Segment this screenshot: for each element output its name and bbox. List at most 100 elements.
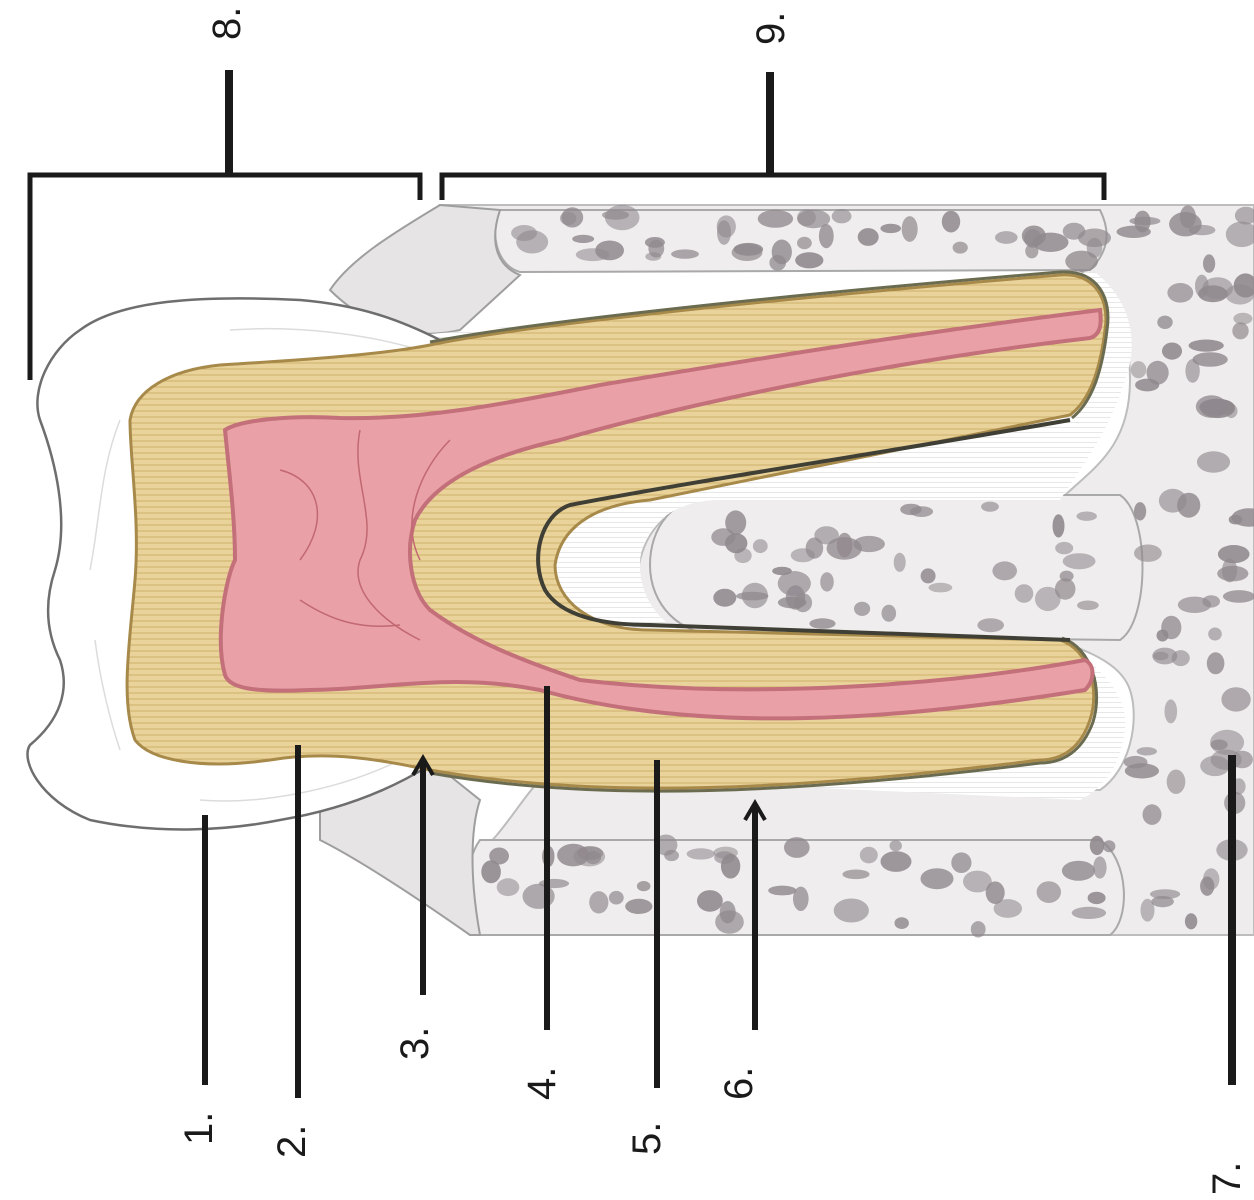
marrow-space [481, 860, 501, 883]
marrow-space [890, 840, 902, 851]
marrow-space [1131, 361, 1147, 378]
marrow-space [1223, 590, 1254, 603]
marrow-space [772, 240, 792, 265]
marrow-space [742, 583, 768, 608]
marrow-space [602, 210, 629, 220]
marrow-space [1055, 542, 1073, 554]
marrow-space [880, 224, 901, 233]
marrow-space [820, 572, 834, 591]
marrow-space [1134, 502, 1146, 520]
marrow-space [1165, 699, 1178, 723]
marrow-space [910, 506, 933, 517]
marrow-space [1200, 756, 1230, 776]
marrow-space [687, 848, 715, 859]
marrow-space [1134, 545, 1162, 562]
marrow-space [1200, 877, 1214, 896]
marrow-space [1053, 514, 1065, 537]
marrow-space [1088, 892, 1106, 904]
marrow-space [589, 891, 608, 913]
marrow-space [572, 235, 594, 243]
marrow-space [809, 618, 835, 629]
marrow-space [1225, 404, 1237, 418]
marrow-space [1025, 244, 1038, 259]
marrow-space [981, 502, 999, 512]
marrow-space [1232, 322, 1248, 339]
marrow-space [1157, 316, 1172, 329]
marrow-space [942, 211, 960, 233]
marrow-space [1015, 584, 1034, 603]
marrow-space [895, 917, 909, 929]
marrow-space [1221, 687, 1250, 711]
marrow-space [1134, 211, 1150, 233]
marrow-space [758, 210, 793, 228]
marrow-space [853, 536, 885, 552]
marrow-space [977, 618, 1004, 632]
marrow-space [1087, 238, 1103, 258]
marrow-space [881, 851, 912, 872]
marrow-space [1178, 597, 1211, 613]
label-5: 5. [625, 1122, 669, 1155]
marrow-space [1062, 861, 1095, 881]
marrow-space [1222, 558, 1237, 582]
marrow-space [778, 571, 811, 596]
marrow-space [1151, 896, 1174, 907]
marrow-space [664, 850, 679, 861]
marrow-space [854, 602, 870, 616]
marrow-space [645, 252, 661, 261]
marrow-space [1180, 205, 1196, 228]
marrow-space [497, 878, 520, 896]
label-4: 4. [520, 1067, 564, 1100]
marrow-space [1162, 343, 1182, 360]
label-9: 9. [749, 12, 793, 45]
marrow-space [797, 209, 816, 226]
marrow-space [953, 242, 968, 254]
marrow-space [768, 886, 796, 896]
marrow-space [1153, 652, 1168, 660]
marrow-space [625, 899, 652, 914]
marrow-space [814, 526, 839, 544]
marrow-space [921, 868, 954, 889]
marrow-space [1202, 277, 1233, 299]
marrow-space [992, 561, 1017, 580]
marrow-space [1055, 578, 1076, 599]
marrow-space [929, 583, 953, 593]
marrow-space [1103, 840, 1116, 852]
marrow-space [1161, 616, 1181, 640]
marrow-space [1037, 881, 1061, 903]
marrow-space [1077, 512, 1097, 521]
marrow-space [1072, 907, 1106, 919]
marrow-space [1211, 740, 1228, 751]
marrow-space [1124, 756, 1148, 768]
marrow-space [902, 216, 918, 242]
marrow-space [732, 244, 763, 261]
marrow-space [1197, 451, 1230, 472]
marrow-space [697, 890, 723, 912]
marrow-space [834, 899, 869, 923]
marrow-space [1192, 352, 1227, 367]
marrow-space [832, 209, 852, 223]
marrow-space [882, 605, 897, 622]
marrow-space [711, 528, 735, 546]
label-7: 7. [1205, 1162, 1249, 1195]
marrow-space [671, 249, 699, 258]
bracket-9 [442, 72, 1104, 200]
marrow-space [1167, 283, 1193, 303]
marrow-space [1189, 340, 1224, 352]
label-2: 2. [270, 1125, 314, 1158]
marrow-space [842, 870, 869, 880]
marrow-space [1090, 836, 1104, 855]
marrow-space [637, 881, 651, 891]
marrow-space [1063, 553, 1096, 569]
marrow-space [1167, 770, 1186, 794]
marrow-space [1135, 379, 1159, 392]
marrow-space [995, 231, 1018, 244]
marrow-space [1077, 601, 1099, 611]
marrow-space [784, 837, 810, 858]
label-8: 8. [205, 7, 249, 40]
marrow-space [1093, 856, 1106, 878]
label-1: 1. [177, 1112, 221, 1145]
marrow-space [714, 851, 735, 864]
marrow-space [560, 212, 576, 225]
marrow-space [1185, 913, 1197, 929]
